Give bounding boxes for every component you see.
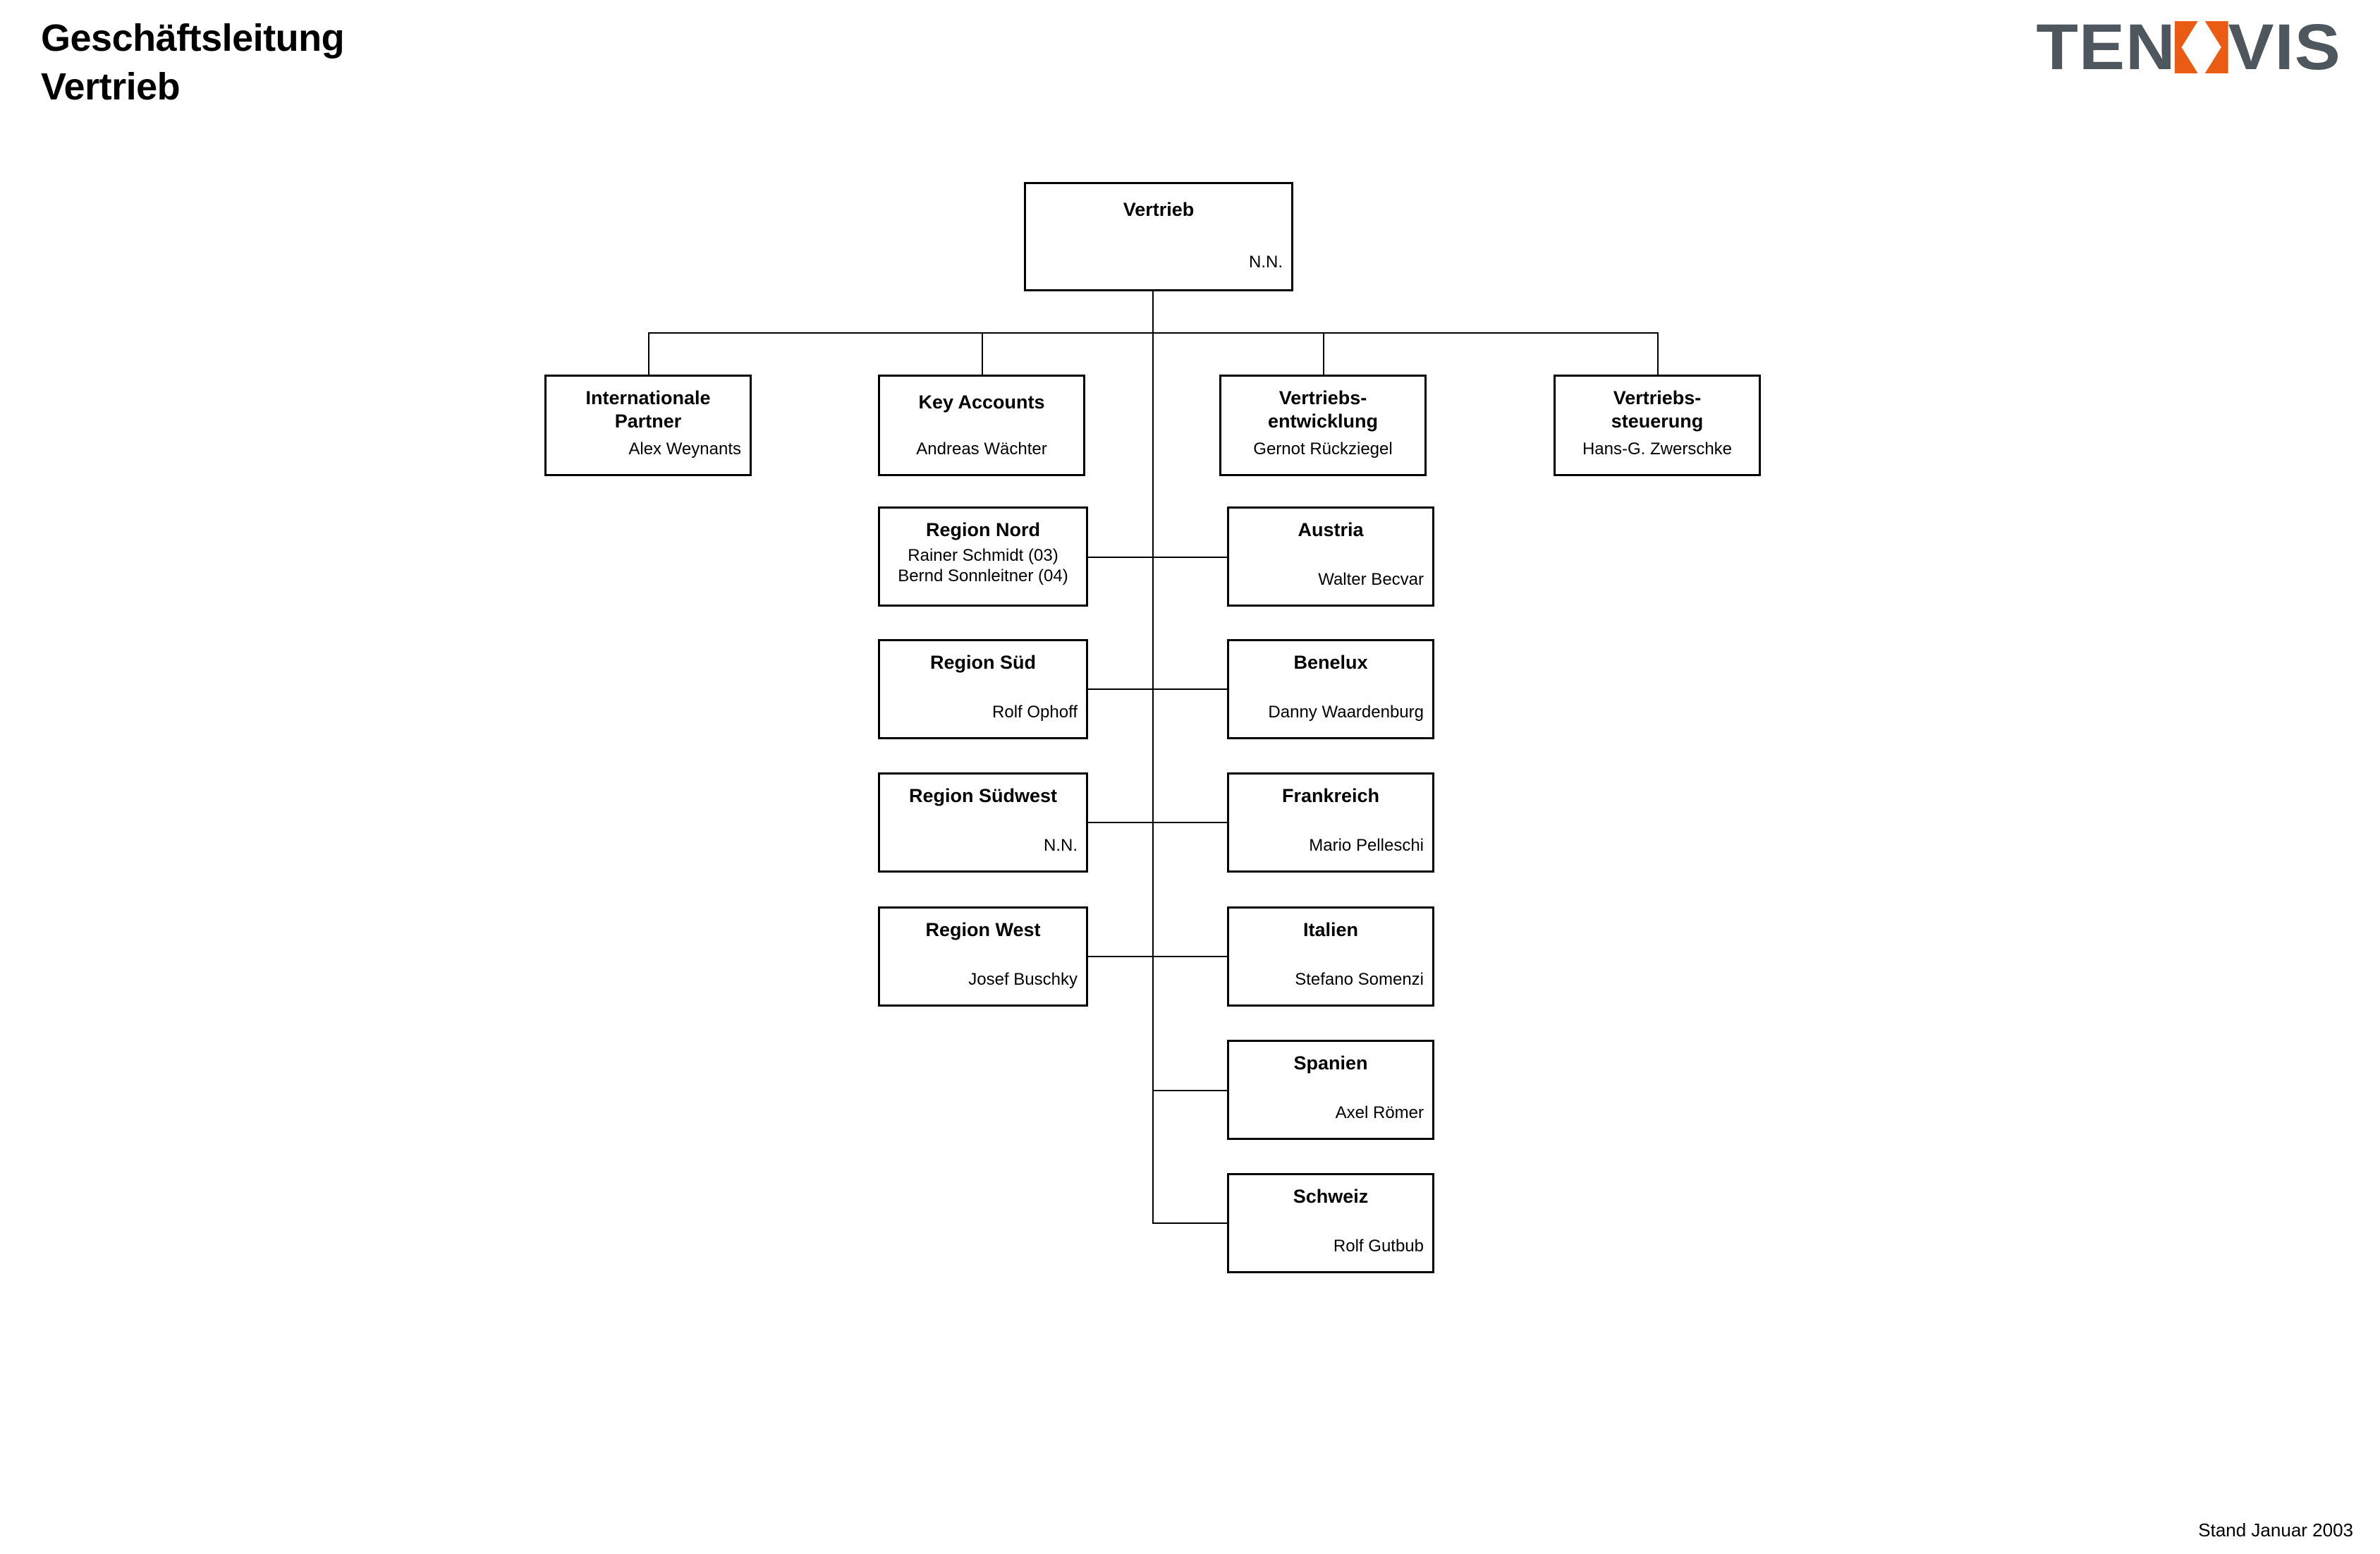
node-title: Region Nord xyxy=(926,519,1040,540)
node-title: Benelux xyxy=(1293,652,1368,673)
logo-text-vis: VIS xyxy=(2228,11,2341,83)
node-title: Austria xyxy=(1298,519,1364,540)
node-person: Axel Römer xyxy=(1335,1103,1424,1122)
node-region-west[interactable]: Region West Josef Buschky xyxy=(878,906,1088,1007)
node-italien[interactable]: Italien Stefano Somenzi xyxy=(1227,906,1434,1007)
node-title: Region Süd xyxy=(930,652,1036,673)
connector-drop-vertriebsentwicklung xyxy=(1323,332,1324,375)
node-key-accounts[interactable]: Key Accounts Andreas Wächter xyxy=(878,375,1085,476)
node-person: Danny Waardenburg xyxy=(1268,703,1424,722)
node-person: Hans-G. Zwerschke xyxy=(1582,439,1733,459)
node-schweiz[interactable]: Schweiz Rolf Gutbub xyxy=(1227,1173,1434,1273)
node-internationale-partner[interactable]: Internationale Partner Alex Weynants xyxy=(544,375,752,476)
node-spanien[interactable]: Spanien Axel Römer xyxy=(1227,1040,1434,1140)
connector-row-austria xyxy=(1088,557,1227,558)
connector-row-frankreich xyxy=(1088,822,1227,823)
node-austria[interactable]: Austria Walter Becvar xyxy=(1227,506,1434,607)
node-title: Internationale Partner xyxy=(585,387,711,432)
connector-row-benelux xyxy=(1088,688,1227,690)
node-person: N.N. xyxy=(1044,836,1078,855)
node-title: Italien xyxy=(1302,919,1359,940)
connector-root-drop xyxy=(1152,291,1154,333)
node-person: Walter Becvar xyxy=(1318,570,1424,589)
connector-drop-internationale-partner xyxy=(648,332,649,375)
node-person: Alex Weynants xyxy=(628,439,741,459)
node-title: Vertrieb xyxy=(1123,199,1195,220)
node-vertriebsentwicklung[interactable]: Vertriebs- entwicklung Gernot Rückziegel xyxy=(1219,375,1427,476)
logo-text-ten: TEN xyxy=(2036,11,2176,83)
node-vertrieb[interactable]: Vertrieb N.N. xyxy=(1024,182,1293,291)
node-person: Rolf Gutbub xyxy=(1333,1237,1424,1256)
node-frankreich[interactable]: Frankreich Mario Pelleschi xyxy=(1227,772,1434,873)
node-region-sued[interactable]: Region Süd Rolf Ophoff xyxy=(878,639,1088,739)
node-vertriebssteuerung[interactable]: Vertriebs- steuerung Hans-G. Zwerschke xyxy=(1554,375,1761,476)
node-benelux[interactable]: Benelux Danny Waardenburg xyxy=(1227,639,1434,739)
node-title: Region Südwest xyxy=(908,785,1057,806)
node-person: Mario Pelleschi xyxy=(1309,836,1424,855)
status-note: Stand Januar 2003 xyxy=(2198,1519,2353,1541)
node-title: Vertriebs- entwicklung xyxy=(1267,387,1378,432)
node-title: Region West xyxy=(925,919,1041,940)
node-person: Josef Buschky xyxy=(968,970,1078,989)
tenovis-o-icon xyxy=(2174,21,2228,73)
connector-drop-key-accounts xyxy=(982,332,983,375)
connector-row-italien xyxy=(1088,956,1227,957)
connector-drop-vertriebssteuerung xyxy=(1657,332,1659,375)
node-title: Frankreich xyxy=(1281,785,1380,806)
tenovis-logo: TEN VIS xyxy=(2036,11,2341,83)
node-person: N.N. xyxy=(1249,253,1283,272)
node-title: Schweiz xyxy=(1293,1186,1369,1207)
node-person: Andreas Wächter xyxy=(916,439,1047,459)
node-title: Spanien xyxy=(1293,1052,1368,1074)
connector-central-spine xyxy=(1152,332,1154,1223)
node-person: Stefano Somenzi xyxy=(1295,970,1424,989)
node-region-suedwest[interactable]: Region Südwest N.N. xyxy=(878,772,1088,873)
node-region-nord[interactable]: Region Nord Rainer Schmidt (03) Bernd So… xyxy=(878,506,1088,607)
page-title: Geschäftsleitung Vertrieb xyxy=(41,17,345,109)
node-person: Gernot Rückziegel xyxy=(1253,439,1393,459)
node-person: Rolf Ophoff xyxy=(992,703,1078,722)
node-title: Key Accounts xyxy=(918,391,1045,413)
node-title: Vertriebs- steuerung xyxy=(1611,387,1704,432)
connector-row-spanien xyxy=(1152,1090,1227,1091)
connector-row-schweiz xyxy=(1152,1222,1227,1224)
node-person: Rainer Schmidt (03) Bernd Sonnleitner (0… xyxy=(898,546,1068,586)
